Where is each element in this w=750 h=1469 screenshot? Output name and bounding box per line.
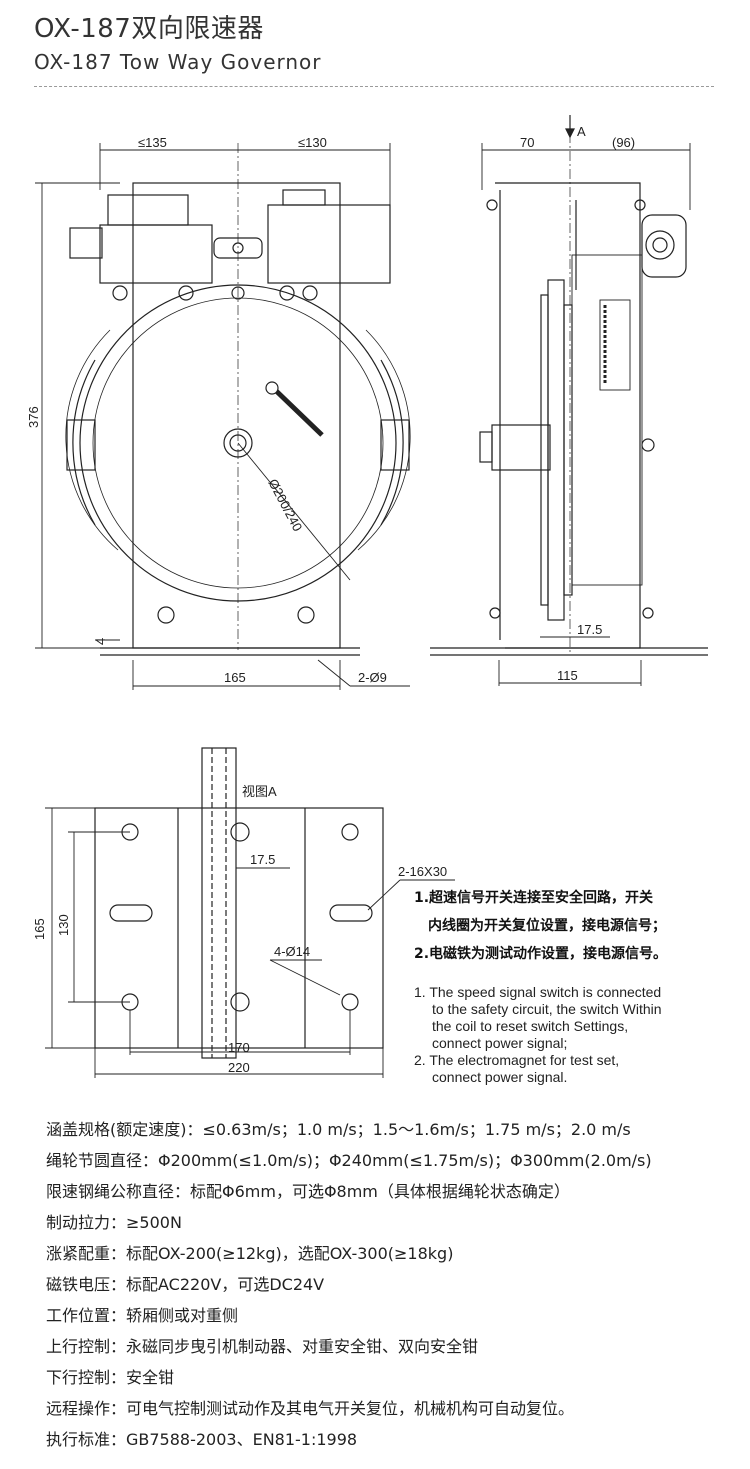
spec-line: 制动拉力：≥500N: [46, 1213, 182, 1232]
base-dim-width-label: 220: [228, 1060, 250, 1075]
front-dim-base-label: 4: [93, 638, 108, 645]
base-dim-inner-height-label: 130: [56, 914, 71, 936]
note-cn-line: 1.超速信号开关连接至安全回路，开关: [414, 889, 653, 906]
spec-line: 工作位置：轿厢侧或对重侧: [46, 1306, 239, 1325]
note-en-line: connect power signal;: [432, 1035, 567, 1051]
note-cn-line: 2.电磁铁为测试动作设置，接电源信号。: [414, 945, 667, 962]
dashed-divider: [34, 86, 714, 87]
front-dim-height-label: 376: [26, 406, 41, 428]
front-dim-right-label: ≤130: [298, 135, 327, 150]
note-cn-line: 内线圈为开关复位设置，接电源信号；: [428, 917, 666, 934]
base-holes-label: 4-Ø14: [274, 944, 310, 959]
front-dim-bottom-label: 165: [224, 670, 246, 685]
note-en-line: the coil to reset switch Settings,: [432, 1018, 628, 1034]
note-en-line: connect power signal.: [432, 1069, 567, 1085]
spec-line: 执行标准：GB7588-2003、EN81-1:1998: [46, 1430, 358, 1449]
page-subtitle: OX-187 Tow Way Governor: [34, 50, 322, 74]
side-dim-left-label: 70: [520, 135, 534, 150]
side-view-drawing: A 70 (96) 17.5 115: [430, 115, 708, 686]
base-groove-label: 17.5: [250, 852, 275, 867]
spec-line: 涨紧配重：标配OX-200(≥12kg)，选配OX-300(≥18kg): [46, 1244, 454, 1263]
base-dim-inner-width-label: 170: [228, 1040, 250, 1055]
front-dim-left-label: ≤135: [138, 135, 167, 150]
spec-line: 远程操作：可电气控制测试动作及其电气开关复位，机械机构可自动复位。: [46, 1399, 575, 1418]
base-slots-label: 2-16X30: [398, 864, 447, 879]
spec-line: 上行控制：永磁同步曳引机制动器、对重安全钳、双向安全钳: [46, 1337, 479, 1356]
side-dim-bottom-label: 115: [557, 668, 578, 683]
front-view-drawing: ≤135 ≤130 376 4 165 2-Ø9 Ø200/240: [26, 135, 411, 690]
note-en-line: 2. The electromagnet for test set,: [414, 1052, 619, 1068]
side-arrow-label: A: [577, 124, 586, 139]
front-holes-label: 2-Ø9: [358, 670, 387, 685]
base-dim-height-label: 165: [32, 918, 47, 940]
spec-line: 磁铁电压：标配AC220V，可选DC24V: [46, 1275, 325, 1294]
base-view-drawing: 视图A 165 130 17.5 2-16X30 4-Ø14 170 220 1…: [32, 747, 667, 1085]
base-view-label: 视图A: [242, 784, 277, 799]
spec-line: 绳轮节圆直径：Φ200mm(≤1.0m/s)；Φ240mm(≤1.75m/s)；…: [46, 1151, 652, 1170]
side-dim-right-label: (96): [612, 135, 635, 150]
note-en-line: to the safety circuit, the switch Within: [432, 1001, 662, 1017]
spec-list: 涵盖规格(额定速度)：≤0.63m/s；1.0 m/s；1.5～1.6m/s；1…: [46, 1116, 726, 1457]
spec-line: 限速钢绳公称直径：标配Φ6mm，可选Φ8mm（具体根据绳轮状态确定）: [46, 1182, 570, 1201]
spec-line: 涵盖规格(额定速度)：≤0.63m/s；1.0 m/s；1.5～1.6m/s；1…: [46, 1120, 631, 1139]
page-title: OX-187双向限速器: [34, 14, 264, 44]
note-en-line: 1. The speed signal switch is connected: [414, 984, 661, 1000]
spec-line: 下行控制：安全钳: [46, 1368, 175, 1387]
side-groove-label: 17.5: [577, 622, 602, 637]
